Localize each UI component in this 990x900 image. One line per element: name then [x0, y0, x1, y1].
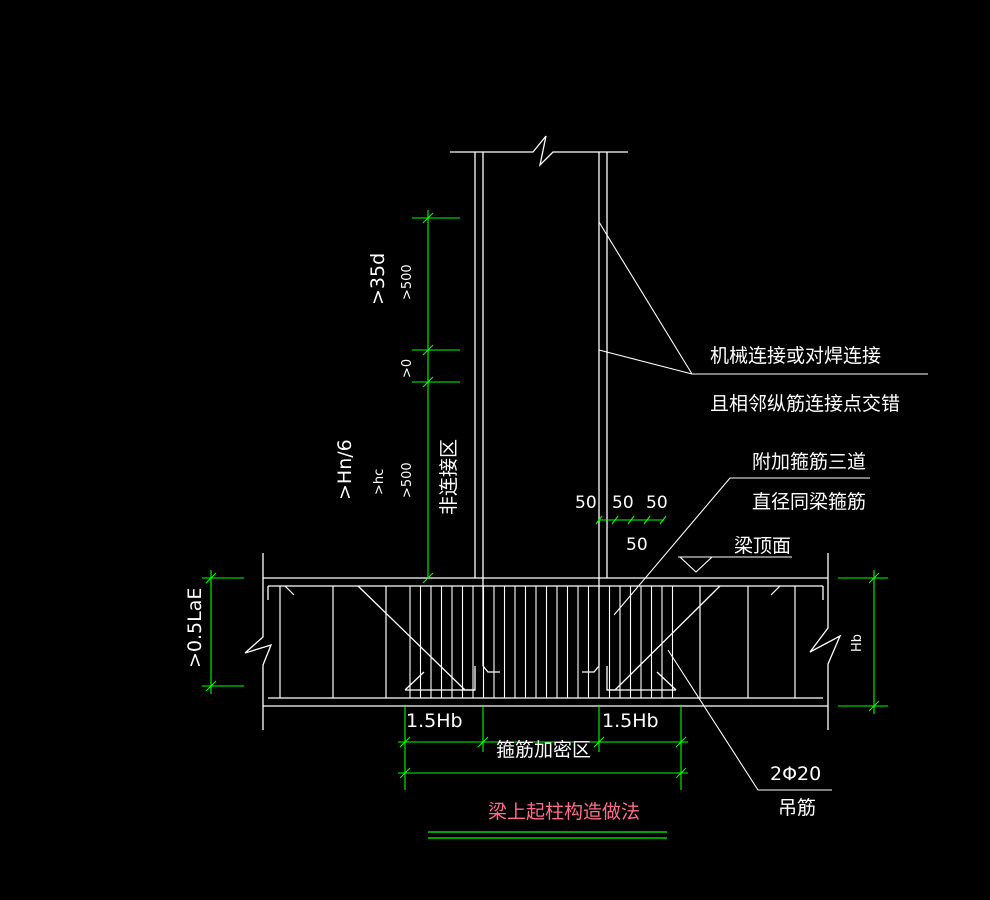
beam-top-triangle [678, 556, 714, 573]
dim-tick [659, 515, 667, 525]
dim-500-bottom: >500 [400, 462, 415, 498]
dim-tick [399, 736, 411, 748]
hanger-bars [357, 585, 721, 691]
dim-gap: >0 [400, 359, 415, 378]
beam-stirrups [279, 585, 796, 698]
beam [244, 553, 842, 730]
dim-hc: >hc [372, 469, 387, 495]
non-connect-zone-text: 非连接区 [438, 439, 460, 515]
title-underline [428, 831, 667, 839]
dim-500-top: >500 [400, 264, 415, 300]
beam-right-break [809, 553, 842, 730]
leader-lines [598, 221, 928, 791]
extra-stirrup-text-2: 直径同梁箍筋 [752, 491, 866, 513]
dim-tick [399, 767, 411, 779]
beam-top-surface-text: 梁顶面 [734, 535, 791, 557]
dim-35d: >35d [367, 253, 389, 305]
dim-tick [627, 515, 635, 525]
dim-tick [593, 736, 605, 748]
dim-tick [205, 572, 217, 584]
hanger-bar-diagonal-lower-right [656, 671, 677, 691]
hanger-text-1: 2Φ20 [770, 763, 821, 785]
stirrup-hook [284, 585, 295, 596]
hanger-leader [667, 649, 832, 791]
dim-tick [422, 572, 434, 584]
dim-tick [868, 572, 880, 584]
dim-half-lae: >0.5LaE [184, 588, 206, 668]
column-left-bar-hook [482, 665, 500, 673]
dim-tick [422, 212, 434, 224]
dim-tick [675, 736, 687, 748]
mech-connection-leader-2 [598, 349, 693, 375]
extra-stirrup-leader [613, 477, 870, 616]
hanger-bar-left [357, 585, 476, 691]
hanger-bar-diagonal-lower [404, 671, 425, 691]
mech-connection-text-2: 且相邻纵筋连接点交错 [710, 393, 900, 415]
stirrup-hook [770, 585, 781, 596]
dim-tick [611, 515, 619, 525]
dim-tick [868, 700, 880, 712]
dim-tick [595, 515, 603, 525]
extra-stirrup-text-1: 附加箍筋三道 [752, 451, 866, 473]
beam-left-break [244, 553, 273, 730]
dim-hn6: >Hn/6 [334, 439, 356, 500]
spacing-50-c: 50 [646, 493, 668, 513]
dim-tick [422, 344, 434, 356]
column-right-bar-hook [582, 665, 600, 673]
spacing-50-b: 50 [612, 493, 634, 513]
column-break-line [450, 135, 628, 167]
dim-1-5hb-left: 1.5Hb [406, 710, 463, 732]
dim-hb-right: Hb [850, 634, 865, 652]
spacing-50-d: 50 [626, 535, 648, 555]
spacing-50-a: 50 [575, 493, 597, 513]
mech-connection-text-1: 机械连接或对焊连接 [710, 345, 881, 367]
densified-stirrups [409, 586, 674, 698]
dim-tick [422, 376, 434, 388]
dim-tick [675, 767, 687, 779]
dim-tick [643, 515, 651, 525]
dim-1-5hb-right: 1.5Hb [602, 710, 659, 732]
dim-tick [477, 736, 489, 748]
dim-tick [205, 680, 217, 692]
drawing-title: 梁上起柱构造做法 [488, 801, 640, 823]
densify-zone-text: 箍筋加密区 [496, 739, 591, 761]
dimension-lines [202, 210, 888, 790]
column [450, 135, 628, 673]
hanger-bar-right [606, 585, 721, 691]
hanger-text-2: 吊筋 [778, 797, 816, 819]
